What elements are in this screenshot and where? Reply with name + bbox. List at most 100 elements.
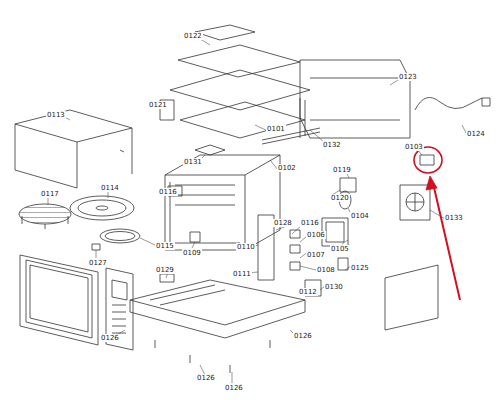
- back-plate: [300, 60, 410, 138]
- door-part: [20, 255, 98, 345]
- callout-number: 0119: [332, 166, 352, 174]
- leader-lines-part: [108, 192, 109, 198]
- control-panel-part: [112, 280, 127, 300]
- switch-board-part: [290, 230, 300, 270]
- base-plate-part: [155, 340, 270, 373]
- power-cord-part: [415, 98, 482, 111]
- highlight-arrow: [426, 176, 460, 300]
- callout-number: 0116: [158, 188, 178, 196]
- callout-number: 0126: [100, 334, 120, 342]
- callout-number: 0115: [155, 242, 175, 250]
- callout-number: 0101: [266, 125, 286, 133]
- leader-lines-part: [430, 210, 445, 219]
- cavity-part: [175, 185, 235, 205]
- leader-lines-part: [300, 266, 316, 270]
- turntable: [70, 196, 134, 220]
- fan-motor-part: [406, 193, 424, 211]
- leader-lines-part: [232, 372, 233, 383]
- grill-rack-part: [22, 216, 68, 229]
- switch-board: [258, 215, 348, 296]
- fan-motor: [400, 185, 430, 220]
- top-plates-part: [300, 98, 305, 138]
- power-cord: [415, 98, 490, 111]
- callout-number: 0133: [444, 214, 464, 222]
- door-part: [30, 265, 88, 332]
- callout-number: 0110: [236, 243, 256, 251]
- leader-lines-part: [292, 226, 301, 234]
- leader-lines-part: [342, 240, 348, 244]
- callout-number: 0122: [183, 32, 203, 40]
- cavity: [165, 155, 280, 250]
- fuse-holder-0103: [420, 155, 434, 165]
- leader-lines-part: [192, 242, 195, 248]
- callout-number: 0103: [404, 143, 424, 151]
- roller-ring: [100, 229, 140, 243]
- callout-number: 0102: [277, 164, 297, 172]
- coupler-part: [92, 244, 100, 250]
- top-plates: [170, 25, 320, 144]
- cavity-part: [165, 155, 280, 175]
- back-plate-part: [300, 60, 410, 138]
- callout-number: 0114: [100, 184, 120, 192]
- callout-number: 0111: [232, 270, 252, 278]
- base-plate-part: [130, 280, 305, 325]
- switch-board-part: [258, 215, 274, 280]
- leader-lines-part: [140, 238, 155, 245]
- highlight-arrow-part: [433, 183, 460, 300]
- callout-number: 0112: [298, 288, 318, 296]
- callout-number: 0132: [322, 141, 342, 149]
- callout-number: 0126: [224, 384, 244, 392]
- callout-number: 0124: [466, 130, 486, 138]
- callout-number: 0109: [182, 249, 202, 257]
- callout-number: 0128: [273, 219, 293, 227]
- top-plates-part: [180, 102, 305, 138]
- coupler: [92, 244, 100, 250]
- callout-number: 0105: [330, 245, 350, 253]
- turntable-part: [70, 196, 134, 220]
- turntable-part: [78, 200, 126, 216]
- switch-board-part: [338, 258, 348, 270]
- leader-lines: [48, 37, 468, 383]
- top-plates-part: [170, 70, 310, 110]
- top-plates-part: [178, 45, 300, 77]
- magnetron-0120: [340, 178, 356, 192]
- callout-number: 0129: [155, 266, 175, 274]
- base-plate-part: [150, 285, 225, 305]
- waveguide-0131: [195, 145, 225, 155]
- callout-number: 0104: [350, 212, 370, 220]
- power-cord-part: [482, 98, 490, 106]
- roller-ring-part: [100, 229, 140, 243]
- callout-number: 0117: [40, 190, 60, 198]
- fan-motor-part: [406, 193, 424, 211]
- cavity-part: [170, 182, 240, 243]
- callout-number: 0130: [324, 283, 344, 291]
- thermal-0109-part: [190, 232, 200, 242]
- grill-rack: [19, 204, 71, 229]
- callout-number: 0127: [88, 259, 108, 267]
- outer-wrapper-part: [15, 110, 132, 142]
- grill-rack-part: [19, 204, 71, 224]
- door-part: [26, 260, 92, 338]
- fan-motor-part: [400, 185, 430, 220]
- base-plate-part: [130, 300, 305, 338]
- callout-number: 0131: [183, 158, 203, 166]
- callout-number: 0126: [293, 332, 313, 340]
- outer-wrapper: [15, 110, 132, 188]
- callout-number: 0113: [46, 111, 66, 119]
- callout-number: 0121: [148, 101, 168, 109]
- fuse-holder-0103-part: [420, 155, 434, 165]
- callout-number: 0107: [306, 251, 326, 259]
- roller-ring-part: [105, 232, 135, 241]
- callout-number: 0116: [300, 219, 320, 227]
- outer-wrapper-part: [120, 150, 124, 152]
- side-panel-part: [385, 265, 438, 330]
- door: [20, 255, 98, 345]
- transformer-part: [322, 218, 348, 246]
- outer-wrapper-part: [15, 124, 132, 188]
- callout-number: 0125: [350, 264, 370, 272]
- top-plates-part: [195, 25, 255, 40]
- callout-number: 0123: [398, 73, 418, 81]
- callout-number: 0126: [196, 374, 216, 382]
